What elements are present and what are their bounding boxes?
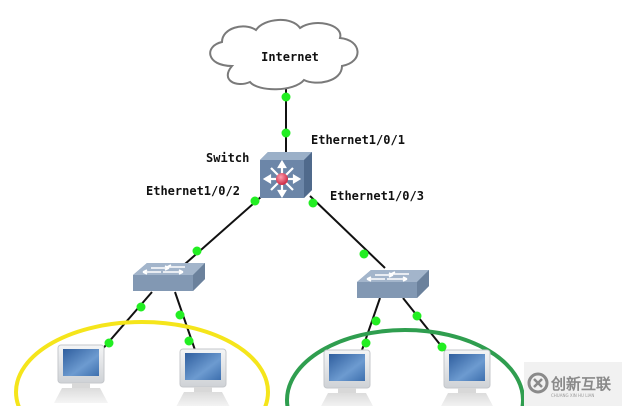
pc-icon xyxy=(175,348,231,406)
pc1[interactable] xyxy=(53,344,109,404)
watermark-logo-icon xyxy=(527,372,549,394)
link-endpoint-dots xyxy=(104,92,447,352)
link-dot xyxy=(412,311,422,321)
group-ellipse-left xyxy=(14,320,270,406)
link-dot xyxy=(281,92,291,102)
pc2[interactable] xyxy=(175,348,231,406)
pc3[interactable] xyxy=(319,349,375,406)
switch-left[interactable] xyxy=(132,262,206,292)
link-dot xyxy=(371,316,381,326)
pc4[interactable] xyxy=(439,349,495,406)
pc-icon xyxy=(53,344,109,404)
port-label-eth3: Ethernet1/0/3 xyxy=(330,189,424,203)
link-dot xyxy=(308,198,318,208)
switch-icon xyxy=(356,269,430,299)
group-ellipse-right xyxy=(285,328,525,406)
core-switch[interactable] xyxy=(260,152,312,199)
link-dot xyxy=(250,196,260,206)
switch-label: Switch xyxy=(206,151,249,165)
link-dot xyxy=(175,310,185,320)
watermark-subtext: CHUANG XIN HU LIAN xyxy=(551,393,594,398)
port-label-eth2: Ethernet1/0/2 xyxy=(146,184,240,198)
internet-label: Internet xyxy=(261,50,319,64)
link-dot xyxy=(437,342,447,352)
port-label-eth1: Ethernet1/0/1 xyxy=(311,133,405,147)
pc-icon xyxy=(319,349,375,406)
switch-right[interactable] xyxy=(356,269,430,299)
pc-icon xyxy=(439,349,495,406)
link-dot xyxy=(192,246,202,256)
switch-icon xyxy=(132,262,206,292)
watermark-text: 创新互联 xyxy=(550,375,612,393)
cloud-icon xyxy=(209,19,359,91)
watermark: 创新互联 CHUANG XIN HU LIAN xyxy=(524,362,622,406)
link-dot xyxy=(359,249,369,259)
link-dot xyxy=(361,338,371,348)
link-right-pc4 xyxy=(402,297,447,353)
link-dot xyxy=(281,128,291,138)
links xyxy=(99,88,447,353)
link-dot xyxy=(184,336,194,346)
link-core-right xyxy=(309,195,386,269)
link-dot xyxy=(104,338,114,348)
link-dot xyxy=(136,302,146,312)
internet-cloud[interactable]: Internet xyxy=(209,19,359,91)
